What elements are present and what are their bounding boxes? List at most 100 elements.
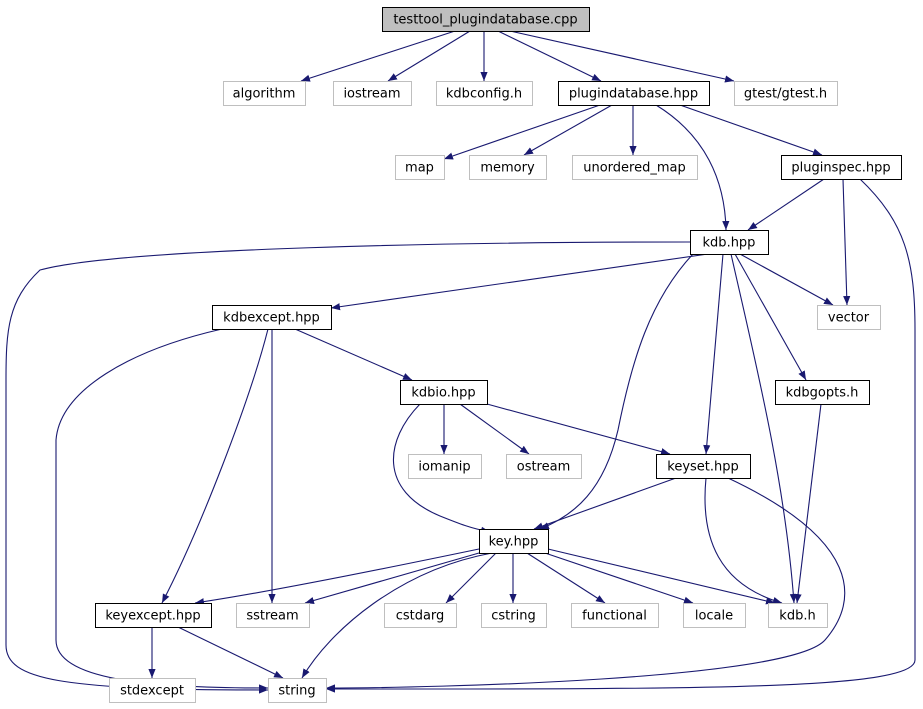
edge-plugindatabase-to-memory [523,104,613,156]
node-box-kdbexcept [212,305,332,330]
node-box-kdbhpp [690,230,769,255]
node-kdbhpp[interactable]: kdb.hpp [690,230,769,255]
node-label-iostream: iostream [343,87,400,102]
node-kdbio[interactable]: kdbio.hpp [400,380,488,405]
node-sstream: sstream [236,603,310,628]
node-label-locale: locale [695,609,733,624]
edge-kdbio-to-key [392,403,491,534]
node-layer: testtool_plugindatabase.cpp algorithm iost… [95,7,902,703]
edge-keyexcept-to-string [177,626,284,679]
edge-root-to-plugindatabase [497,30,602,82]
node-unordered_map: unordered_map [572,155,698,180]
node-label-kdbh: kdb.h [779,609,815,624]
node-pluginspec[interactable]: pluginspec.hpp [781,155,902,180]
node-box-root [382,7,590,32]
node-box-cstdarg [384,603,457,628]
node-label-ostream: ostream [517,460,571,475]
edge-kdbexcept-to-keyexcept [161,328,269,604]
node-box-kdbh [768,603,828,628]
node-label-cstring: cstring [491,609,535,624]
edge-key-to-string [301,552,493,679]
node-kdbconfig: kdbconfig.h [436,81,533,106]
node-label-memory: memory [480,161,535,176]
edge-root-to-gtest [509,30,735,83]
edge-kdbhpp-to-kdbexcept [330,253,709,311]
node-map: map [395,155,445,180]
node-label-root: testtool_plugindatabase.cpp [393,13,577,28]
edge-kdbhpp-to-string [5,241,691,694]
node-label-kdbhpp: kdb.hpp [703,236,756,251]
node-box-algorithm [223,81,306,106]
edge-key-to-sstream [304,552,480,604]
node-box-kdbio [400,380,488,405]
edge-kdbhpp-to-keyset [703,253,724,455]
node-keyset[interactable]: keyset.hpp [656,454,751,479]
node-label-functional: functional [582,609,647,624]
edge-kdbio-to-ostream [459,403,530,455]
node-ostream: ostream [506,454,582,479]
edge-kdbio-to-keyset [486,403,671,456]
node-box-ostream [506,454,582,479]
node-box-kdbgopts [775,380,870,405]
edge-kdbhpp-to-kdbgopts [734,253,807,381]
node-kdbgopts[interactable]: kdbgopts.h [775,380,870,405]
node-stdexcept: stdexcept [109,678,196,703]
edge-pluginspec-to-string [325,178,916,693]
edge-kdbexcept-to-string [55,328,269,692]
node-box-plugindatabase [558,81,710,106]
edge-pluginspec-to-kdbhpp [747,178,825,231]
node-box-stdexcept [109,678,196,703]
node-box-keyexcept [95,603,212,628]
edge-key-to-cstdarg [445,552,497,604]
node-root[interactable]: testtool_plugindatabase.cpp [382,7,590,32]
node-cstdarg: cstdarg [384,603,457,628]
node-label-iomanip: iomanip [418,460,470,475]
node-box-key [479,529,549,554]
node-label-keyset: keyset.hpp [667,460,739,475]
node-gtest: gtest/gtest.h [734,81,838,106]
node-label-string: string [278,684,315,699]
node-label-kdbconfig: kdbconfig.h [446,87,522,102]
node-box-pluginspec [781,155,902,180]
node-label-keyexcept: keyexcept.hpp [105,609,200,624]
edge-kdbhpp-to-key [539,253,694,530]
node-label-map: map [405,161,434,176]
node-label-sstream: sstream [246,609,298,624]
node-label-plugindatabase: plugindatabase.hpp [569,87,698,102]
node-box-functional [571,603,659,628]
node-box-gtest [734,81,838,106]
node-iomanip: iomanip [408,454,482,479]
node-box-iostream [333,81,412,106]
edge-kdbhpp-to-kdbh [730,253,797,604]
node-label-kdbgopts: kdbgopts.h [786,386,859,401]
edge-kdbhpp-to-vector [739,253,834,306]
edge-plugindatabase-to-kdbhpp [655,104,730,231]
node-label-unordered_map: unordered_map [583,161,686,176]
node-string: string [268,678,327,703]
node-kdbh: kdb.h [768,603,828,628]
node-kdbexcept[interactable]: kdbexcept.hpp [212,305,332,330]
node-memory: memory [469,155,547,180]
node-label-kdbio: kdbio.hpp [411,386,475,401]
node-box-cstring [481,603,547,628]
edge-kdbgopts-to-kdbh [794,403,822,604]
edge-layer [5,30,916,694]
node-key[interactable]: key.hpp [479,529,549,554]
node-locale: locale [683,603,746,628]
node-label-kdbexcept: kdbexcept.hpp [223,311,320,326]
node-box-map [395,155,445,180]
edge-key-to-keyexcept [194,548,480,606]
node-algorithm: algorithm [223,81,306,106]
node-plugindatabase[interactable]: plugindatabase.hpp [558,81,710,106]
node-label-vector: vector [828,311,870,326]
node-box-locale [683,603,746,628]
edge-kdbexcept-to-kdbio [294,328,413,381]
node-keyexcept[interactable]: keyexcept.hpp [95,603,212,628]
node-iostream: iostream [333,81,412,106]
edge-key-to-locale [544,552,694,604]
edge-keyset-to-string [325,477,846,692]
edge-root-to-iostream [387,30,471,82]
edge-keyset-to-kdbh [704,477,783,604]
node-vector: vector [817,305,881,330]
edge-plugindatabase-to-pluginspec [679,104,823,156]
